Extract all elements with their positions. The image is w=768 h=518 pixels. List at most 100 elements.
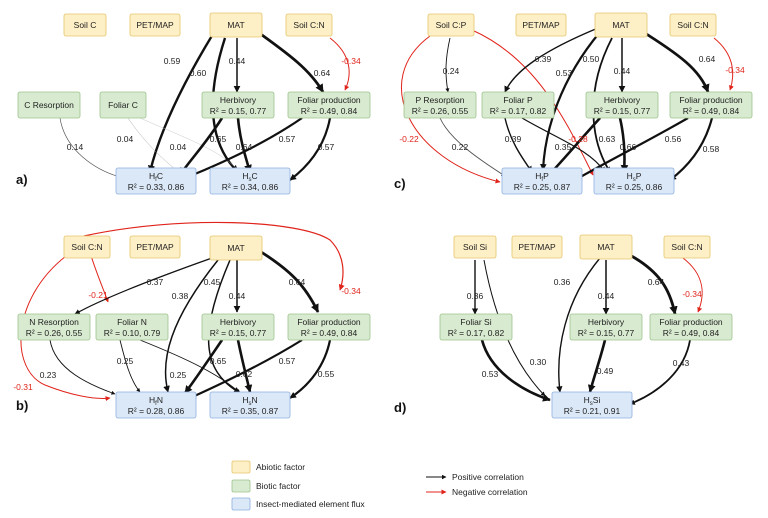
svg-text:Herbivory: Herbivory [220, 95, 257, 105]
node-d-pet-map: PET/MAP [511, 235, 563, 259]
panel-d: 0.36 0.36 0.44 0.64 -0.34 0.30 0.53 0.49… [394, 234, 733, 419]
coef-c-3: 0.53 [556, 68, 573, 78]
coef-d-8: 0.49 [597, 366, 614, 376]
svg-text:MAT: MAT [227, 20, 244, 30]
node-a-hfc: HfC R² = 0.33, 0.86 [115, 167, 197, 195]
node-b-foliar-n: Foliar N R² = 0.10, 0.79 [95, 313, 169, 341]
svg-text:R² = 0.49, 0.84: R² = 0.49, 0.84 [301, 328, 358, 338]
coef-c-13: 0.63 [599, 134, 616, 144]
svg-text:R² = 0.26, 0.55: R² = 0.26, 0.55 [412, 106, 469, 116]
svg-text:HfC: HfC [149, 171, 163, 183]
node-a-soil-c: Soil C [63, 13, 107, 37]
node-d-herbivory: Herbivory R² = 0.15, 0.77 [569, 313, 643, 341]
coef-c-8: -0.22 [399, 134, 419, 144]
coef-a-1: 0.59 [164, 56, 181, 66]
node-a-soil-cn: Soil C:N [285, 13, 333, 37]
coef-c-7: -0.34 [725, 65, 745, 75]
node-a-herbivory: Herbivory R² = 0.15, 0.77 [201, 91, 275, 119]
node-a-foliar-c: Foliar C [99, 91, 147, 119]
svg-text:R² = 0.25, 0.86: R² = 0.25, 0.86 [606, 182, 663, 192]
svg-text:MAT: MAT [612, 20, 629, 30]
node-b-hsn: HsN R² = 0.35, 0.87 [209, 391, 291, 419]
node-a-mat: MAT [209, 12, 263, 38]
coef-c-4: 0.50 [583, 54, 600, 64]
panel-c-label: c) [394, 176, 406, 191]
coef-b-7: -0.34 [341, 286, 361, 296]
svg-text:R² = 0.15, 0.77: R² = 0.15, 0.77 [578, 328, 635, 338]
node-b-foliar-production: Foliar production R² = 0.49, 0.84 [287, 313, 371, 341]
svg-text:Soil C:N: Soil C:N [293, 20, 324, 30]
legend-biotic: Biotic factor [231, 479, 301, 493]
node-c-pet-map: PET/MAP [515, 13, 567, 37]
coef-c-6: 0.64 [699, 54, 716, 64]
svg-text:N Resorption: N Resorption [29, 317, 79, 327]
svg-text:R² = 0.34, 0.86: R² = 0.34, 0.86 [222, 182, 279, 192]
coef-b-1: -0.21 [88, 290, 108, 300]
svg-text:HfN: HfN [149, 395, 163, 407]
legend-positive: Positive correlation [426, 472, 524, 482]
coef-c-2: 0.39 [535, 54, 552, 64]
svg-text:Insect-mediated element flux: Insect-mediated element flux [256, 499, 365, 509]
coef-a-9: 0.65 [210, 134, 227, 144]
svg-text:R² = 0.35, 0.87: R² = 0.35, 0.87 [222, 406, 279, 416]
node-c-hsp: HsP R² = 0.25, 0.86 [593, 167, 675, 195]
coef-c-5: 0.44 [614, 66, 631, 76]
svg-text:Herbivory: Herbivory [588, 317, 625, 327]
legend-abiotic: Abiotic factor [231, 460, 305, 474]
coef-b-12: 0.65 [210, 356, 227, 366]
svg-text:Positive correlation: Positive correlation [452, 472, 524, 482]
svg-text:Foliar production: Foliar production [659, 317, 723, 327]
legend-flux: Insect-mediated element flux [231, 497, 365, 511]
coef-d-2: 0.36 [554, 277, 571, 287]
coef-b-13: 0.62 [236, 369, 253, 379]
node-c-hfp: HfP R² = 0.25, 0.87 [501, 167, 583, 195]
svg-text:PET/MAP: PET/MAP [136, 20, 174, 30]
svg-text:P Resorption: P Resorption [416, 95, 465, 105]
svg-text:R² = 0.49, 0.84: R² = 0.49, 0.84 [301, 106, 358, 116]
svg-text:PET/MAP: PET/MAP [518, 242, 556, 252]
svg-text:Soil C: Soil C [74, 20, 97, 30]
coef-c-11: 0.35 [555, 142, 572, 152]
coef-a-3: 0.44 [229, 56, 246, 66]
svg-text:R² = 0.15, 0.77: R² = 0.15, 0.77 [594, 106, 651, 116]
svg-text:Abiotic factor: Abiotic factor [256, 462, 305, 472]
node-c-foliar-production: Foliar production R² = 0.49, 0.84 [669, 91, 753, 119]
svg-text:Herbivory: Herbivory [604, 95, 641, 105]
svg-text:Soil Si: Soil Si [463, 242, 487, 252]
svg-text:Herbivory: Herbivory [220, 317, 257, 327]
panel-b: -0.21 0.37 0.38 0.45 0.44 0.64 -0.34 -0.… [13, 221, 371, 419]
coef-b-3: 0.38 [172, 291, 189, 301]
svg-text:Foliar C: Foliar C [108, 100, 138, 110]
svg-text:Foliar production: Foliar production [297, 317, 361, 327]
svg-text:Foliar production: Foliar production [297, 95, 361, 105]
svg-text:Negative correlation: Negative correlation [452, 487, 528, 497]
svg-text:C Resorption: C Resorption [24, 100, 74, 110]
node-d-foliar-si: Foliar Si R² = 0.17, 0.82 [439, 313, 513, 341]
coef-d-1: 0.36 [467, 291, 484, 301]
node-b-hfn: HfN R² = 0.28, 0.86 [115, 391, 197, 419]
svg-text:Soil C:N: Soil C:N [671, 242, 702, 252]
svg-text:HsSi: HsSi [584, 395, 601, 407]
svg-text:R² = 0.49, 0.84: R² = 0.49, 0.84 [683, 106, 740, 116]
svg-text:MAT: MAT [597, 242, 614, 252]
panel-a-label: a) [16, 172, 28, 187]
coef-b-9: 0.23 [40, 370, 57, 380]
svg-text:Foliar N: Foliar N [117, 317, 147, 327]
coef-b-5: 0.44 [229, 291, 246, 301]
coef-d-4: 0.64 [648, 277, 665, 287]
coef-c-16: 0.58 [703, 144, 720, 154]
svg-text:Soil C:N: Soil C:N [677, 20, 708, 30]
node-b-soil-cn: Soil C:N [63, 235, 111, 259]
node-c-p-resorption: P Resorption R² = 0.26, 0.55 [403, 91, 477, 119]
panel-b-label: b) [16, 398, 28, 413]
node-b-herbivory: Herbivory R² = 0.15, 0.77 [201, 313, 275, 341]
coef-c-12: -0.28 [568, 134, 588, 144]
coef-c-15: 0.56 [665, 134, 682, 144]
panel-d-label: d) [394, 400, 406, 415]
legend-negative: Negative correlation [426, 487, 528, 497]
node-a-pet-map: PET/MAP [129, 13, 181, 37]
node-d-soil-si: Soil Si [453, 235, 497, 259]
coef-d-9: 0.43 [673, 358, 690, 368]
coef-a-10: 0.64 [236, 142, 253, 152]
